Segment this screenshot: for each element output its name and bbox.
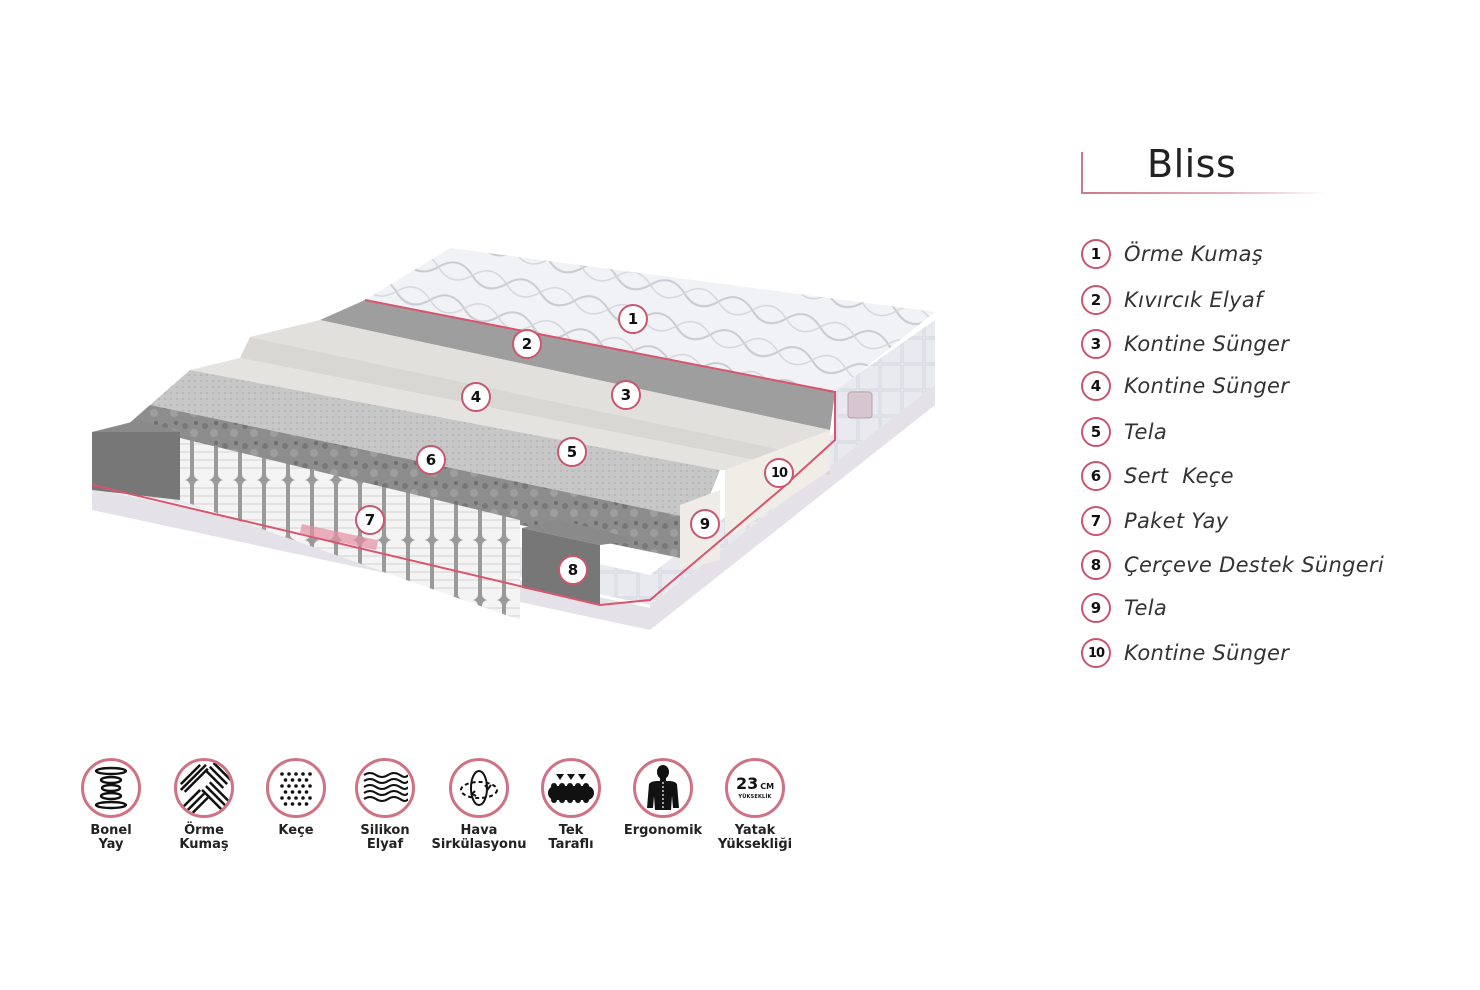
feature-felt: Keçe	[246, 758, 346, 838]
air-circulation-icon	[460, 770, 498, 806]
legend-number-badge: 6	[1081, 461, 1111, 491]
legend-number-badge: 4	[1081, 371, 1111, 401]
legend-number-badge: 8	[1081, 550, 1111, 580]
feature-ergonomic: Ergonomik	[613, 758, 713, 838]
legend-item-1: 1 Örme Kumaş	[1081, 238, 1263, 270]
legend-item-2: 2 Kıvırcık Elyaf	[1081, 284, 1263, 316]
layer-badge-8: 8	[558, 555, 588, 585]
legend-label: Kontine Sünger	[1124, 374, 1290, 398]
mattress-height-icon: 23 CM YÜKSEKLİK	[725, 758, 785, 818]
feature-label: Keçe	[278, 823, 314, 838]
layer-badge-9: 9	[690, 509, 720, 539]
legend-item-8: 8 Çerçeve Destek Süngeri	[1081, 549, 1384, 581]
knit-fabric-icon	[179, 762, 231, 815]
silicone-fiber-waves-icon	[363, 772, 408, 802]
legend-number-badge: 1	[1081, 239, 1111, 269]
layer-badge-4: 4	[461, 382, 491, 412]
legend-item-9: 9 Tela	[1081, 592, 1167, 624]
product-title-block: Bliss	[1081, 142, 1327, 194]
product-title: Bliss	[1147, 142, 1237, 186]
legend-label: Kıvırcık Elyaf	[1124, 288, 1263, 312]
layer-badge-10: 10	[764, 458, 794, 488]
felt-dots-icon	[280, 772, 312, 806]
legend-item-6: 6 Sert Keçe	[1081, 460, 1234, 492]
feature-label: Ergonomik	[623, 823, 703, 838]
mattress-cutaway-illustration: 1 2 3 4 5 6 7 8 9 10	[80, 240, 960, 660]
legend-label: Çerçeve Destek Süngeri	[1124, 553, 1384, 577]
legend-label: Örme Kumaş	[1124, 242, 1263, 266]
legend-label: Tela	[1124, 420, 1168, 444]
legend-item-7: 7 Paket Yay	[1081, 505, 1228, 537]
layer-badge-5: 5	[557, 437, 587, 467]
legend-label: Paket Yay	[1124, 509, 1229, 533]
layer-badge-6: 6	[416, 445, 446, 475]
layer-badge-2: 2	[512, 329, 542, 359]
legend-item-10: 10 Kontine Sünger	[1081, 637, 1289, 669]
layer-badge-3: 3	[611, 380, 641, 410]
legend-number-badge: 3	[1081, 329, 1111, 359]
legend-item-4: 4 Kontine Sünger	[1081, 370, 1289, 402]
layer-badge-7: 7	[355, 505, 385, 535]
legend-label: Kontine Sünger	[1124, 332, 1290, 356]
legend-item-3: 3 Kontine Sünger	[1081, 328, 1289, 360]
legend-label: Kontine Sünger	[1124, 641, 1290, 665]
title-accent-line-vertical	[1081, 152, 1083, 194]
title-accent-line-horizontal	[1081, 192, 1327, 194]
layer-badge-1: 1	[618, 304, 648, 334]
legend-number-badge: 7	[1081, 506, 1111, 536]
legend-label: Tela	[1124, 596, 1168, 620]
legend-number-badge: 10	[1081, 638, 1111, 668]
legend-number-badge: 9	[1081, 593, 1111, 623]
bonnell-spring-icon	[94, 766, 128, 810]
legend-number-badge: 2	[1081, 285, 1111, 315]
legend-number-badge: 5	[1081, 417, 1111, 447]
single-sided-icon	[548, 774, 594, 803]
ergonomic-body-icon	[647, 765, 679, 810]
legend-item-5: 5 Tela	[1081, 416, 1167, 448]
legend-label: Sert Keçe	[1124, 464, 1234, 488]
